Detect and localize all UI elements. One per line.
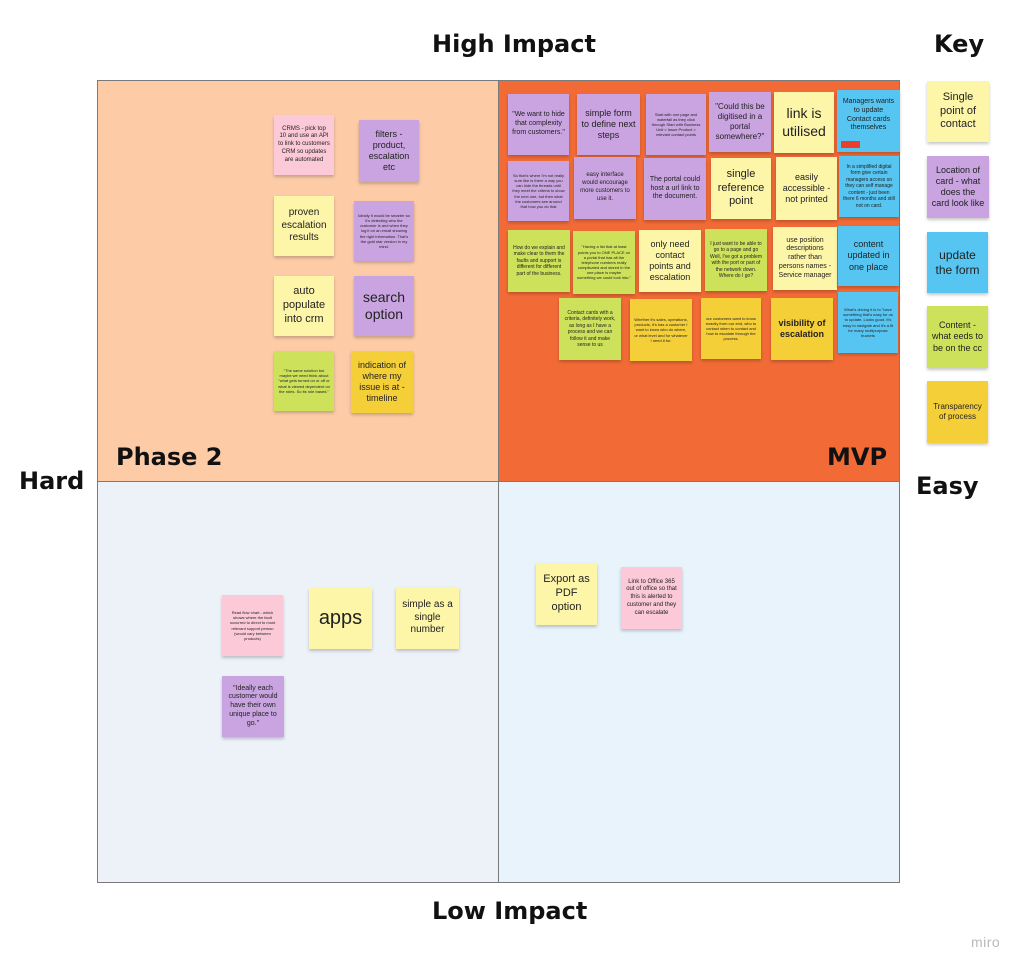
sticky-note[interactable]: apps <box>309 588 372 649</box>
quadrant-low-impact-hard[interactable] <box>97 481 499 883</box>
sticky-note[interactable]: Link to Office 365 out of office so that… <box>621 567 682 629</box>
sticky-note[interactable]: Start with one page and waterfall as the… <box>646 94 706 155</box>
sticky-note[interactable]: Read flow chart - which shows where the … <box>222 595 283 656</box>
miro-logo: miro <box>971 934 1001 950</box>
sticky-note[interactable]: single reference point <box>711 158 771 219</box>
key-item-transparency[interactable]: Transparency of process <box>927 381 988 443</box>
sticky-note[interactable]: simple as a single number <box>396 587 459 649</box>
sticky-note[interactable]: easy interface would encourage more cust… <box>574 157 636 219</box>
sticky-note[interactable]: The portal could host a url link to the … <box>644 158 706 220</box>
quadrant-low-impact-easy[interactable] <box>498 481 900 883</box>
sticky-note[interactable]: our customers want to know exactly from … <box>701 298 761 359</box>
key-item-location[interactable]: Location of card - what does the card lo… <box>927 156 989 218</box>
sticky-note[interactable]: visibility of escalation <box>771 298 833 360</box>
sticky-note[interactable]: auto populate into crm <box>274 276 334 336</box>
sticky-note[interactable]: What's driving it is to "have something … <box>838 292 898 353</box>
key-item-single-point[interactable]: Single point of contact <box>927 81 989 142</box>
sticky-note[interactable]: CRMS - pick top 10 and use an API to lin… <box>274 115 334 175</box>
hard-label: Hard <box>19 467 85 495</box>
sticky-note[interactable]: "The same solution but maybe we need thi… <box>274 351 334 411</box>
easy-label: Easy <box>916 472 979 500</box>
mvp-title: MVP <box>827 443 888 471</box>
key-item-update-form[interactable]: update the form <box>927 232 988 293</box>
sticky-note[interactable]: link is utilised <box>774 92 834 153</box>
low-impact-label: Low Impact <box>432 897 588 925</box>
sticky-note[interactable]: proven escalation results <box>274 196 334 256</box>
sticky-note[interactable]: simple form to define next steps <box>577 94 640 155</box>
sticky-note[interactable]: only need contact points and escalation <box>639 230 701 292</box>
sticky-note[interactable]: "We want to hide that complexity from cu… <box>508 94 569 155</box>
sticky-note[interactable]: use position descriptions rather than pe… <box>773 227 837 290</box>
sticky-note[interactable]: content updated in one place <box>838 226 899 286</box>
sticky-note[interactable]: How do we explain and make clear to them… <box>508 230 570 292</box>
sticky-note[interactable]: Contact cards with a criteria, definitel… <box>559 298 621 360</box>
phase2-title: Phase 2 <box>116 443 223 471</box>
sticky-note[interactable]: "Having a list that at least points you … <box>573 231 635 294</box>
sticky-note[interactable]: filters - product, escalation etc <box>359 120 419 182</box>
sticky-note[interactable]: Export as PDF option <box>536 563 597 625</box>
sticky-note[interactable]: Ideally it would be smarter so it's dete… <box>354 201 414 261</box>
sticky-note[interactable]: "Ideally each customer would have their … <box>222 676 284 737</box>
sticky-note[interactable]: search option <box>354 276 414 336</box>
key-title: Key <box>934 30 985 58</box>
sticky-note[interactable]: easily accessible - not printed <box>776 157 837 220</box>
high-impact-label: High Impact <box>432 30 596 58</box>
sticky-note[interactable]: I just want to be able to go to a page a… <box>705 229 767 291</box>
sticky-note[interactable]: indication of where my issue is at - tim… <box>351 351 413 413</box>
key-item-content[interactable]: Content - what eeds to be on the cc <box>927 306 988 368</box>
red-marker <box>841 141 860 148</box>
sticky-note[interactable]: In a simplified digital form give certai… <box>839 156 899 217</box>
sticky-note[interactable]: Whether it's sales, operations, products… <box>630 299 692 361</box>
sticky-note[interactable]: So that's where I'm not really sure like… <box>508 161 569 221</box>
sticky-note[interactable]: Managers wants to update Contact cards t… <box>837 90 900 152</box>
sticky-note[interactable]: "Could this be digitised in a portal som… <box>709 92 771 152</box>
